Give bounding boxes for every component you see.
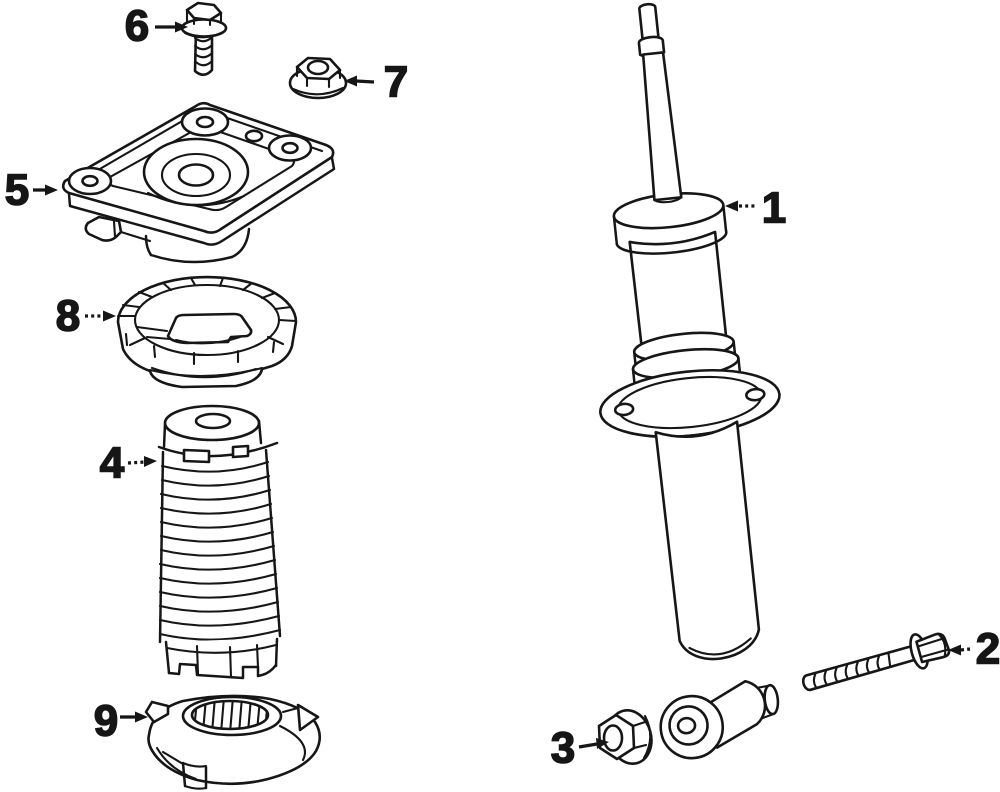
callout-5-label: 5 <box>5 166 29 215</box>
callout-1: 1 <box>725 183 787 233</box>
callout-5-arrowhead <box>45 184 58 196</box>
callout-4-leader <box>127 460 146 465</box>
callout-4-label: 4 <box>100 439 125 488</box>
callout-3-arrowhead <box>596 738 609 749</box>
callout-8: 8 <box>55 291 116 341</box>
callout-6: 6 <box>124 1 188 51</box>
lower-spring-insulator-icon <box>144 694 322 790</box>
callout-4-arrowhead <box>144 456 157 467</box>
callout-1-label: 1 <box>762 184 786 233</box>
callout-8-arrowhead <box>103 310 116 322</box>
callout-6-arrowhead <box>175 21 188 33</box>
lower-mount-bolt-icon <box>801 632 951 692</box>
upper-mount-plate-icon <box>61 101 336 264</box>
callout-9-label: 9 <box>94 697 118 746</box>
callout-2-arrowhead <box>948 644 961 656</box>
callout-3-leader <box>578 742 598 749</box>
callout-6-label: 6 <box>125 2 149 51</box>
callout-2: 2 <box>948 624 1000 674</box>
callout-7-label: 7 <box>384 58 408 107</box>
lower-mount-nut-icon <box>597 709 653 765</box>
callout-9-arrowhead <box>135 711 148 723</box>
upper-mount-nut-icon <box>288 56 348 100</box>
dust-boot-icon <box>157 404 282 680</box>
shock-absorber-icon <box>599 2 781 760</box>
callout-7: 7 <box>344 57 409 107</box>
callout-5: 5 <box>4 165 58 215</box>
callout-4: 4 <box>99 438 157 488</box>
callout-7-leader <box>355 79 375 84</box>
callout-2-leader <box>960 647 971 652</box>
callout-3-label: 3 <box>551 724 575 773</box>
callout-8-label: 8 <box>56 292 80 341</box>
callout-9: 9 <box>93 696 148 746</box>
upper-spring-seat-icon <box>116 275 298 389</box>
callout-1-arrowhead <box>725 200 738 212</box>
upper-mount-bolt-icon <box>180 1 228 77</box>
callout-7-arrowhead <box>344 75 357 87</box>
callout-3: 3 <box>550 723 609 773</box>
callout-2-label: 2 <box>976 625 1000 674</box>
